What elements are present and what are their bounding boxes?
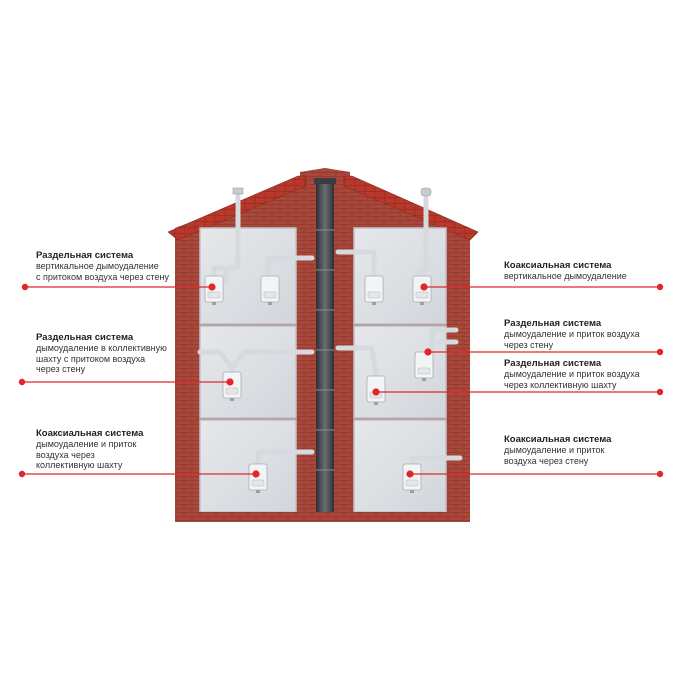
label-left-3: Коаксиальная система дымоудаление и прит… (36, 428, 143, 471)
label-right-4-title: Коаксиальная система (504, 434, 612, 445)
label-right-3-line-2: через коллективную шахту (504, 379, 617, 390)
label-left-2-line-3: через стену (36, 364, 86, 374)
label-left-3-title: Коаксиальная система (36, 428, 144, 439)
flue-pipes (197, 189, 463, 469)
label-left-1-line-1: вертикальное дымоудаление (36, 261, 159, 271)
label-left-1-line-2: с притоком воздуха через стену (36, 271, 169, 282)
label-right-4-line-2: воздуха через стену (504, 455, 589, 466)
label-left-1-title: Раздельная система (36, 250, 134, 261)
label-right-3: Раздельная система дымоудаление и приток… (504, 358, 640, 390)
right-roof (343, 175, 479, 241)
label-right-1-title: Коаксиальная система (504, 260, 612, 271)
label-left-2-line-2: шахту с притоком воздуха (36, 353, 146, 364)
label-right-2-line-1: дымоудаление и приток воздуха (504, 329, 640, 339)
label-right-2: Раздельная система дымоудаление и приток… (504, 318, 640, 350)
label-right-1-line-1: вертикальное дымоудаление (504, 271, 627, 281)
label-right-2-line-2: через стену (504, 339, 554, 350)
label-left-1: Раздельная система вертикальное дымоудал… (36, 250, 169, 282)
label-left-2-line-1: дымоудаление в коллективную (36, 343, 167, 353)
callouts (18, 283, 664, 478)
label-left-3-line-1: дымоудаление и приток (36, 439, 137, 449)
label-right-1: Коаксиальная система вертикальное дымоуд… (504, 260, 627, 282)
left-roof-pipe-cap (232, 187, 244, 195)
collective-chimney (314, 178, 336, 520)
label-left-3-line-3: коллективную шахту (36, 460, 123, 470)
label-right-3-line-1: дымоудаление и приток воздуха (504, 369, 640, 379)
label-right-4: Коаксиальная система дымоудаление и прит… (504, 434, 611, 466)
label-right-2-title: Раздельная система (504, 318, 602, 329)
label-left-3-line-2: воздуха через (36, 449, 95, 460)
label-right-3-title: Раздельная система (504, 358, 602, 369)
right-roof-pipe-cap (420, 187, 432, 197)
label-right-4-line-1: дымоудаление и приток (504, 445, 605, 455)
label-left-2-title: Раздельная система (36, 332, 134, 343)
foundation (175, 512, 470, 522)
label-left-2: Раздельная система дымоудаление в коллек… (36, 332, 167, 375)
